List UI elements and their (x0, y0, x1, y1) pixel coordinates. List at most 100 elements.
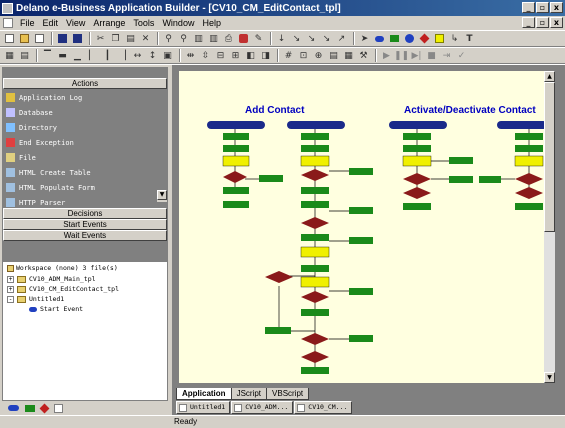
note-node[interactable] (222, 155, 250, 167)
mdi-restore-button[interactable]: ▫ (536, 17, 549, 28)
debug-step-icon[interactable]: ▶| (411, 50, 422, 61)
note-node[interactable] (300, 155, 330, 167)
connector-step-icon[interactable]: ↘ (292, 33, 301, 44)
action-node[interactable] (349, 288, 373, 295)
action-node[interactable] (449, 157, 473, 164)
notes-view-icon[interactable] (54, 403, 63, 413)
minimize-button[interactable]: _ (522, 2, 535, 13)
save-all-icon[interactable] (71, 32, 84, 45)
menu-window[interactable]: Window (162, 18, 195, 28)
decision-node[interactable] (223, 171, 247, 183)
action-node[interactable] (223, 133, 249, 140)
start-node[interactable] (389, 121, 447, 129)
menu-edit[interactable]: Edit (42, 18, 59, 28)
collapse-icon[interactable]: - (7, 295, 14, 303)
align-bottom-icon[interactable]: ▁ (74, 50, 81, 61)
actions-view-icon[interactable] (25, 404, 35, 412)
action-node[interactable] (301, 201, 329, 208)
action-node[interactable] (223, 145, 249, 152)
align-left-icon[interactable]: ▥ (194, 33, 203, 44)
canvas-vertical-scrollbar[interactable]: ▲ ▼ (544, 71, 555, 383)
connector-icon[interactable]: ↓ (277, 33, 286, 44)
scroll-down-icon[interactable]: ▼ (157, 190, 167, 200)
note-node[interactable] (300, 246, 330, 258)
expand-icon[interactable]: + (7, 275, 14, 283)
scroll-thumb[interactable] (544, 82, 555, 232)
action-node[interactable] (301, 145, 329, 152)
decision-tool-icon[interactable] (418, 32, 431, 45)
properties-icon[interactable]: ▤ (329, 50, 338, 61)
align-center-icon[interactable]: ┃ (104, 50, 111, 61)
start-node[interactable] (207, 121, 265, 129)
text-tool-icon[interactable]: T (466, 33, 473, 44)
action-item[interactable]: Application Log (3, 90, 157, 105)
note-node[interactable] (514, 155, 544, 167)
menu-help[interactable]: Help (202, 18, 221, 28)
action-node[interactable] (515, 145, 543, 152)
build-icon[interactable] (237, 32, 250, 45)
align-right-icon[interactable]: ▥ (209, 33, 218, 44)
connector-merge-icon[interactable]: ↗ (337, 33, 346, 44)
space-across-icon[interactable]: ⇹ (186, 50, 195, 61)
print-icon[interactable]: ⎙ (224, 33, 233, 44)
delete-icon[interactable]: ✕ (141, 33, 150, 44)
action-item[interactable]: File (3, 150, 157, 165)
action-node[interactable] (515, 203, 543, 210)
action-node[interactable] (223, 201, 249, 208)
debug-pause-icon[interactable]: ❚❚ (393, 50, 410, 61)
menu-arrange[interactable]: Arrange (93, 18, 126, 28)
note-tool-icon[interactable] (433, 32, 446, 45)
action-node[interactable] (349, 335, 373, 342)
tab-jscript[interactable]: JScript (230, 388, 268, 400)
tree-item[interactable]: - Untitled1 (3, 294, 167, 304)
action-node[interactable] (449, 176, 473, 183)
doc-tab-cv10-cm[interactable]: CV10_CM... (294, 401, 353, 414)
start-node[interactable] (287, 121, 345, 129)
center-vertical-icon[interactable]: ⊞ (231, 50, 240, 61)
wait-event-tool-icon[interactable] (403, 32, 416, 45)
find-next-icon[interactable]: ⚲ (180, 33, 187, 44)
same-size-icon[interactable]: ▣ (163, 50, 172, 61)
action-node[interactable] (301, 265, 329, 272)
doc-tab-cv10-adm[interactable]: CV10_ADM... (231, 401, 294, 414)
pointer-icon[interactable]: ➤ (360, 33, 369, 44)
note-node[interactable] (402, 155, 432, 167)
open-folder-icon[interactable] (18, 32, 31, 45)
restore-button[interactable]: ▫ (536, 2, 549, 13)
action-node[interactable] (301, 234, 329, 241)
start-node[interactable] (497, 121, 544, 129)
debug-start-icon[interactable]: ▶ (383, 50, 390, 61)
actions-header[interactable]: Actions (3, 78, 167, 89)
decision-node[interactable] (403, 173, 431, 185)
decision-node[interactable] (301, 169, 329, 181)
action-item[interactable]: End Exception (3, 135, 157, 150)
menu-file[interactable]: File (20, 18, 35, 28)
decision-node[interactable] (301, 351, 329, 363)
action-item[interactable]: HTTP Parser (3, 195, 157, 210)
action-node[interactable] (349, 207, 373, 214)
app-icon[interactable] (2, 2, 13, 14)
scroll-down-icon[interactable]: ▼ (544, 372, 555, 383)
tree-item[interactable]: + CV10_CM_EditContact_tpl (3, 284, 167, 294)
note-node[interactable] (300, 276, 330, 288)
align-left-edge-icon[interactable]: ▏ (89, 50, 96, 61)
open-file-icon[interactable] (33, 32, 46, 45)
start-events-view-icon[interactable] (8, 405, 19, 411)
space-down-icon[interactable]: ⇳ (201, 50, 210, 61)
action-item[interactable]: HTML Create Table (3, 165, 157, 180)
decision-node[interactable] (301, 333, 329, 345)
action-node[interactable] (301, 133, 329, 140)
action-node[interactable] (403, 203, 431, 210)
tree-item[interactable]: + CV10_ADM_Main_tpl (3, 274, 167, 284)
debug-step-over-icon[interactable]: ⇥ (442, 50, 451, 61)
connector-loop-icon[interactable]: ↘ (322, 33, 331, 44)
doc-tab-untitled1[interactable]: Untitled1 (176, 401, 231, 414)
action-node[interactable] (259, 175, 283, 182)
close-button[interactable]: x (550, 2, 563, 13)
tree-child-start-event[interactable]: Start Event (3, 304, 167, 314)
flow-canvas[interactable]: Add Contact Activate/Deactivate Contact (179, 71, 544, 383)
expand-icon[interactable]: + (7, 285, 14, 293)
start-events-tab[interactable]: Start Events (3, 219, 167, 230)
decision-node[interactable] (301, 217, 329, 229)
same-width-icon[interactable]: ↔ (133, 50, 142, 61)
